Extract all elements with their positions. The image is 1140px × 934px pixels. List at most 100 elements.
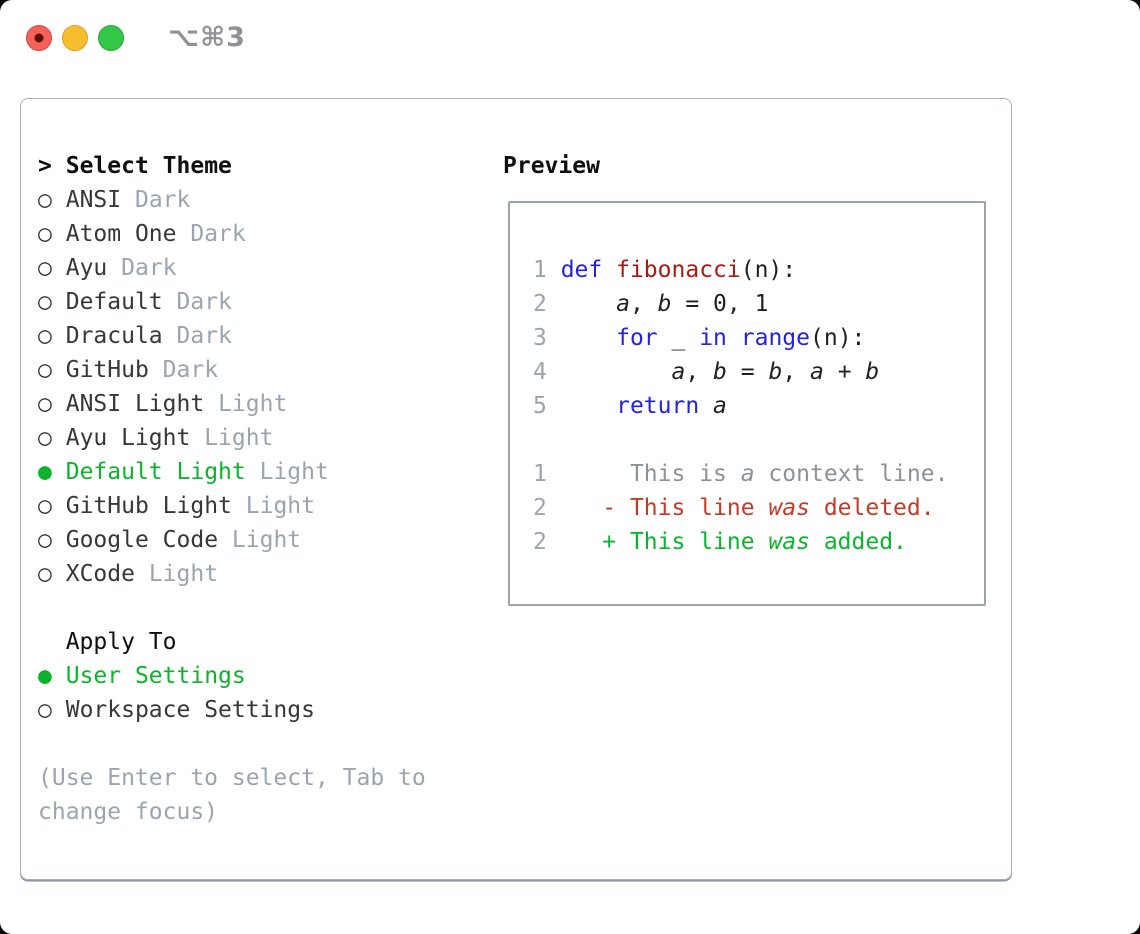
radio-icon: ○ (38, 255, 52, 281)
line-number: 1 (533, 257, 561, 283)
code-segment: b (768, 359, 783, 385)
preview-line: 2 a, b = 0, 1 (533, 287, 768, 321)
theme-variant: Dark (121, 255, 177, 281)
theme-variant: Light (148, 561, 219, 587)
code-segment: This is (560, 461, 741, 487)
code-segment: was (768, 495, 810, 521)
code-segment: a (671, 359, 686, 385)
code-segment: a (740, 461, 755, 487)
unsaved-dot-icon (34, 33, 44, 43)
apply-to-title: Apply To (65, 629, 177, 655)
preview-line: 2 + This line was added. (533, 525, 907, 559)
theme-option-ayu-light-light[interactable]: ○ Ayu Light Light (38, 421, 273, 455)
radio-icon: ○ (38, 357, 52, 383)
code-segment: a (616, 291, 630, 317)
theme-option-default-dark[interactable]: ○ Default Dark (38, 285, 232, 319)
theme-option-github-light-light[interactable]: ○ GitHub Light Light (38, 489, 315, 523)
preview-line: 5 return a (533, 389, 727, 423)
hint-text: change focus) (38, 799, 219, 825)
code-segment (727, 325, 741, 351)
code-segment: , (685, 359, 714, 385)
code-segment: return (616, 393, 700, 419)
code-segment: deleted. (809, 495, 935, 521)
theme-name: Default Light (65, 459, 246, 485)
theme-name: ANSI (65, 187, 122, 213)
code-segment: was (768, 529, 810, 555)
zoom-button[interactable] (98, 25, 124, 51)
theme-variant: Light (231, 527, 302, 553)
radio-icon: ○ (38, 527, 52, 553)
radio-icon: ○ (38, 561, 52, 587)
code-segment: , (782, 359, 811, 385)
window-shortcut-label: ⌥⌘3 (168, 22, 246, 53)
theme-variant: Light (204, 425, 274, 451)
code-segment: context line. (754, 461, 949, 487)
code-segment: = 0, 1 (671, 291, 769, 317)
theme-option-default-light-light[interactable]: ● Default Light Light (38, 455, 329, 489)
theme-name: Dracula (65, 323, 163, 349)
code-segment: , (629, 291, 658, 317)
radio-selected-icon: ● (38, 459, 52, 485)
line-number: 1 (533, 461, 561, 487)
theme-name: XCode (65, 561, 135, 587)
apply-to-header: Apply To (38, 625, 177, 659)
close-button[interactable] (26, 25, 52, 51)
apply-option-label: Workspace Settings (65, 697, 315, 723)
preview-line: 3 for _ in range(n): (533, 321, 865, 355)
radio-icon: ○ (38, 289, 52, 315)
code-segment: b (713, 359, 727, 385)
radio-icon: ○ (38, 697, 52, 723)
theme-variant: Light (218, 391, 288, 417)
code-segment (561, 393, 616, 419)
theme-name: Atom One (65, 221, 177, 247)
radio-selected-icon: ● (38, 663, 52, 689)
theme-variant: Dark (134, 187, 191, 213)
theme-list-title: Select Theme (65, 153, 232, 179)
code-segment: fibonacci (616, 257, 741, 283)
preview-line: 4 a, b = b, a + b (533, 355, 879, 389)
preview-heading: Preview (503, 153, 600, 179)
apply-option-user-settings[interactable]: ● User Settings (38, 659, 246, 693)
theme-option-google-code-light[interactable]: ○ Google Code Light (38, 523, 301, 557)
theme-variant: Dark (176, 323, 232, 349)
code-segment: = (726, 359, 769, 385)
preview-line: 2 - This line was deleted. (533, 491, 935, 525)
theme-option-dracula-dark[interactable]: ○ Dracula Dark (38, 319, 232, 353)
radio-icon: ○ (38, 391, 52, 417)
code-segment: - This line (560, 495, 769, 521)
radio-icon: ○ (38, 221, 52, 247)
titlebar: ⌥⌘3 (0, 0, 1140, 78)
apply-option-label: User Settings (65, 663, 246, 689)
theme-option-ansi-light-light[interactable]: ○ ANSI Light Light (38, 387, 287, 421)
theme-option-github-dark[interactable]: ○ GitHub Dark (38, 353, 218, 387)
line-number: 2 (533, 291, 561, 317)
hint-text-line-2: change focus) (38, 795, 218, 829)
code-segment (561, 359, 672, 385)
radio-icon: ○ (38, 323, 52, 349)
focus-cursor: > (38, 153, 52, 179)
code-segment (561, 325, 616, 351)
theme-option-xcode-light[interactable]: ○ XCode Light (38, 557, 218, 591)
theme-variant: Light (259, 459, 329, 485)
preview-line: 1 This is a context line. (533, 457, 948, 491)
code-segment: (n): (740, 257, 797, 283)
radio-icon: ○ (38, 493, 52, 519)
theme-option-atom-one-dark[interactable]: ○ Atom One Dark (38, 217, 246, 251)
theme-name: ANSI Light (65, 391, 205, 417)
minimize-button[interactable] (62, 25, 88, 51)
theme-option-ayu-dark[interactable]: ○ Ayu Dark (38, 251, 177, 285)
theme-option-ansi-dark[interactable]: ○ ANSI Dark (38, 183, 190, 217)
code-segment: in (699, 325, 727, 351)
code-segment: b (865, 359, 880, 385)
apply-option-workspace-settings[interactable]: ○ Workspace Settings (38, 693, 315, 727)
line-number: 3 (533, 325, 561, 351)
theme-name: GitHub (65, 357, 149, 383)
line-number (533, 427, 561, 453)
theme-list-header: > Select Theme (38, 149, 232, 183)
theme-name: Default (65, 289, 163, 315)
hint-text: (Use Enter to select, Tab to (38, 765, 426, 791)
theme-name: Ayu Light (65, 425, 191, 451)
traffic-lights (26, 25, 124, 51)
